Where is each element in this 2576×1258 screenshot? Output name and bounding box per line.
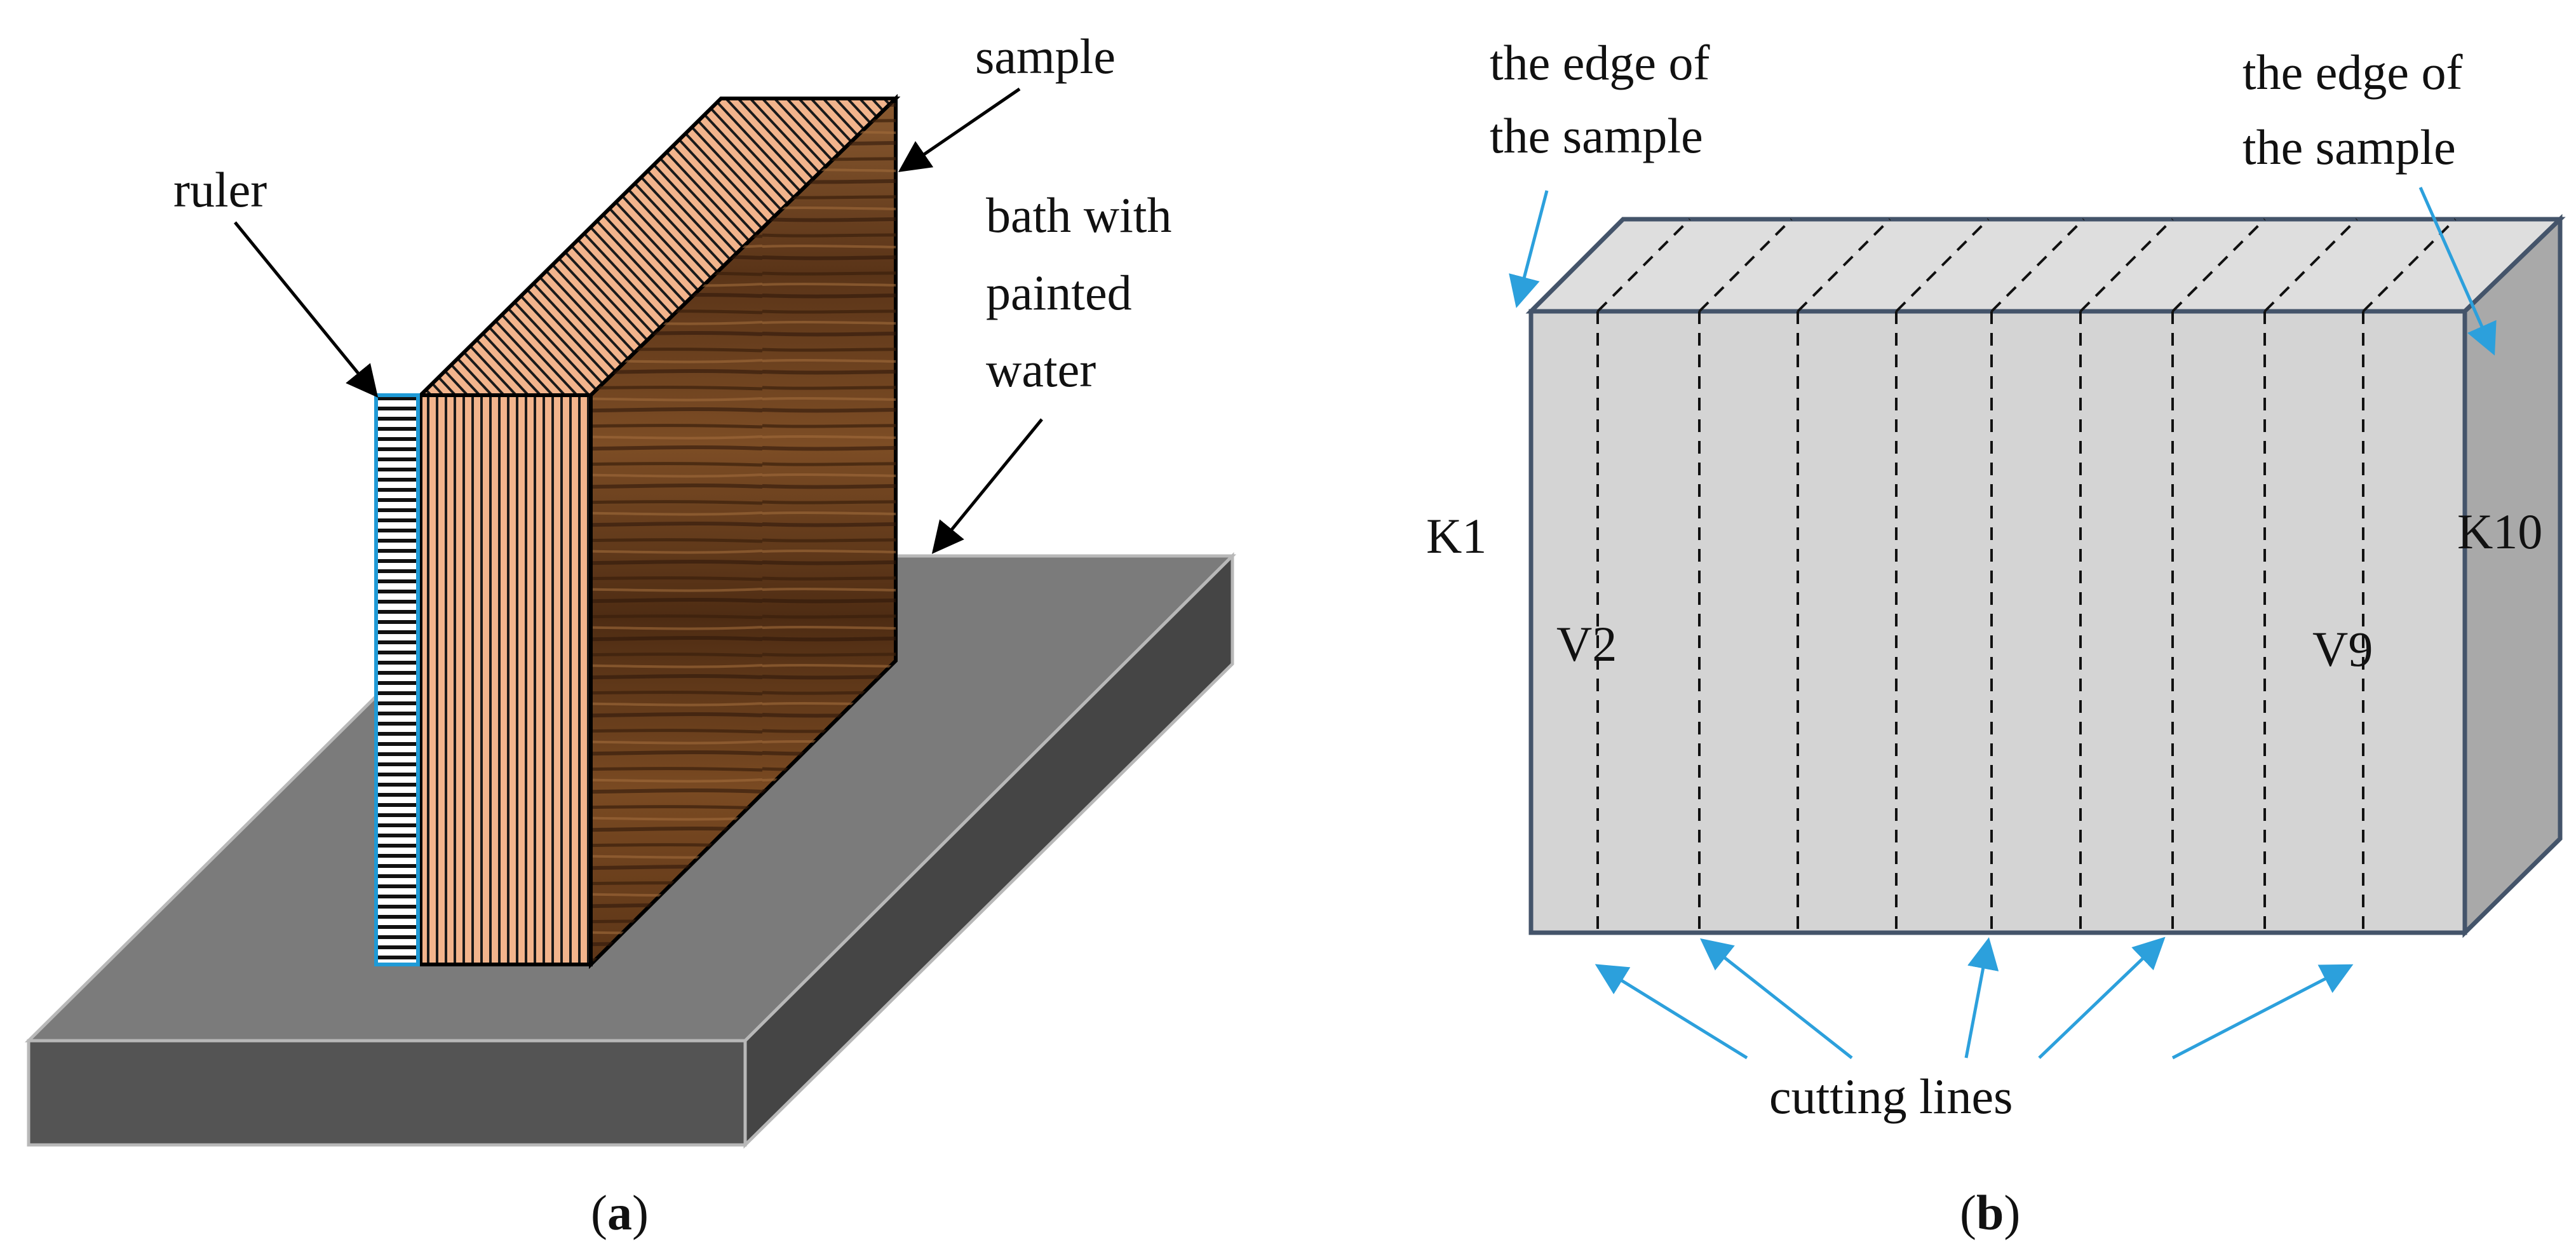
arrow-cut-1 [1595,964,1748,1060]
arrow-cut-4 [2038,937,2166,1059]
arrow-cut-2 [1700,938,1853,1059]
label-edge-right-line1: the edge of [2242,44,2463,100]
arrow-sample [898,87,1021,172]
panel-a: sample ruler bath with painted water (a) [24,29,1237,1240]
label-v9: V9 [2312,621,2373,677]
label-edge-left-line2: the sample [1490,108,1703,163]
label-sample: sample [975,29,1116,84]
label-k10: K10 [2457,504,2542,559]
label-bath-line1: bath with [986,187,1171,243]
arrows-cutting-lines [1595,937,2354,1060]
arrow-bath [931,418,1043,554]
block-side-face [2462,213,2563,938]
caption-a: (a) [591,1185,649,1240]
label-bath-line3: water [986,342,1096,397]
sample-front-veneer [419,393,593,966]
bath-front [27,1039,747,1147]
cutting-lines-front [1596,311,2364,933]
sample-board [415,93,901,970]
sample-wood-grain [591,98,896,964]
block-top-face [1525,217,2566,314]
label-edge-left-line1: the edge of [1490,35,1710,90]
label-cutting-lines: cutting lines [1769,1069,2013,1124]
panel-b: the edge of the sample the edge of the s… [1426,35,2566,1240]
label-k1: K1 [1426,508,1487,564]
label-edge-right-line2: the sample [2242,119,2456,175]
label-v2: V2 [1556,616,1617,672]
caption-b: (b) [1960,1185,2020,1240]
arrow-edge-left [1509,190,1549,308]
label-bath-line2: painted [986,265,1132,320]
arrow-edge-right [2418,186,2497,356]
block-front-face [1528,309,2467,935]
label-ruler: ruler [173,162,267,217]
arrow-ruler [234,221,379,398]
ruler [374,393,420,966]
arrow-cut-3 [1964,937,1999,1058]
arrow-cut-5 [2171,964,2354,1060]
bath-side [743,551,1234,1149]
cutting-lines-top [1596,218,2457,313]
